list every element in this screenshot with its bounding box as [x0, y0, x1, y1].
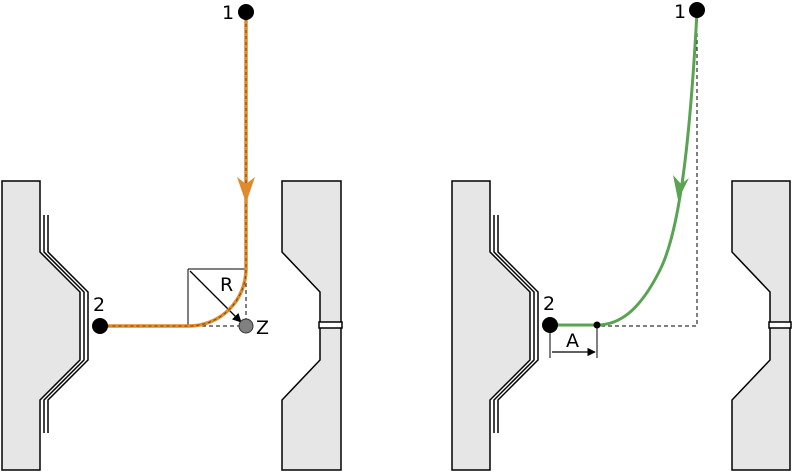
right-panel: 1 2 A — [451, 1, 792, 471]
rounded-toolpath-dash-overlay — [100, 12, 247, 327]
left-end-label: 2 — [93, 294, 105, 316]
left-radius-label: R — [220, 274, 233, 296]
left-mold-part-right — [281, 180, 342, 471]
left-end-point — [92, 318, 108, 334]
left-mold-contour-line-inner — [47, 215, 89, 433]
right-start-point — [689, 2, 705, 18]
left-start-label: 1 — [222, 2, 234, 24]
right-mold-part-left — [451, 180, 531, 471]
right-end-point — [542, 317, 558, 333]
right-mold-part-right — [731, 180, 791, 471]
left-corner-point — [238, 318, 254, 334]
left-corner-label: Z — [256, 317, 269, 339]
right-mold-slot — [768, 321, 792, 329]
right-mold-contour-line-inner — [497, 215, 539, 433]
left-start-point — [238, 4, 254, 20]
spline-toolpath — [550, 11, 699, 327]
left-mold-slot — [318, 321, 343, 329]
right-end-label: 2 — [543, 293, 555, 315]
right-start-label: 1 — [674, 1, 686, 23]
left-mold-contour-line-outer — [43, 215, 85, 433]
left-radius-arrow — [189, 270, 242, 323]
right-offset-label: A — [566, 330, 579, 352]
left-mold-part-left — [1, 180, 81, 471]
right-reference-dashed-corner — [597, 12, 698, 327]
left-panel: 1 2 R Z — [1, 2, 343, 471]
rounded-toolpath-direction-arrow — [237, 177, 255, 203]
right-mold-contour-line-outer — [493, 215, 535, 433]
spline-toolpath-direction-arrow — [673, 175, 689, 200]
right-transition-point — [593, 321, 601, 329]
